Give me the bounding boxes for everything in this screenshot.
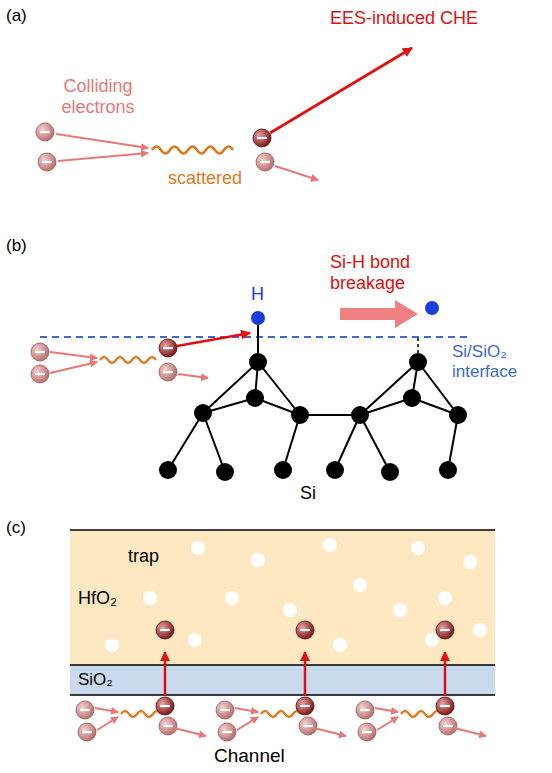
- hot-electron-label: EES-induced CHE: [330, 8, 540, 29]
- sio2-layer: SiO₂: [70, 665, 495, 695]
- scatter-label: scattered: [168, 168, 258, 189]
- atom-label: H: [251, 284, 271, 305]
- layer-label: HfO₂: [78, 588, 117, 609]
- process-label: Si-H bond breakage: [330, 252, 430, 293]
- material-label: Si: [300, 483, 330, 504]
- layer-label: SiO₂: [78, 670, 113, 690]
- region-label: Channel: [214, 745, 334, 767]
- panel-letter: (a): [6, 6, 46, 26]
- panel-letter: (b): [6, 236, 46, 256]
- hfo2-layer: trapHfO₂: [70, 530, 495, 665]
- electron-label: Colliding electrons: [48, 76, 148, 117]
- trap-label: trap: [128, 546, 159, 567]
- interface-label: Si/SiO₂ interface: [452, 342, 548, 381]
- panel-letter: (c): [6, 518, 46, 538]
